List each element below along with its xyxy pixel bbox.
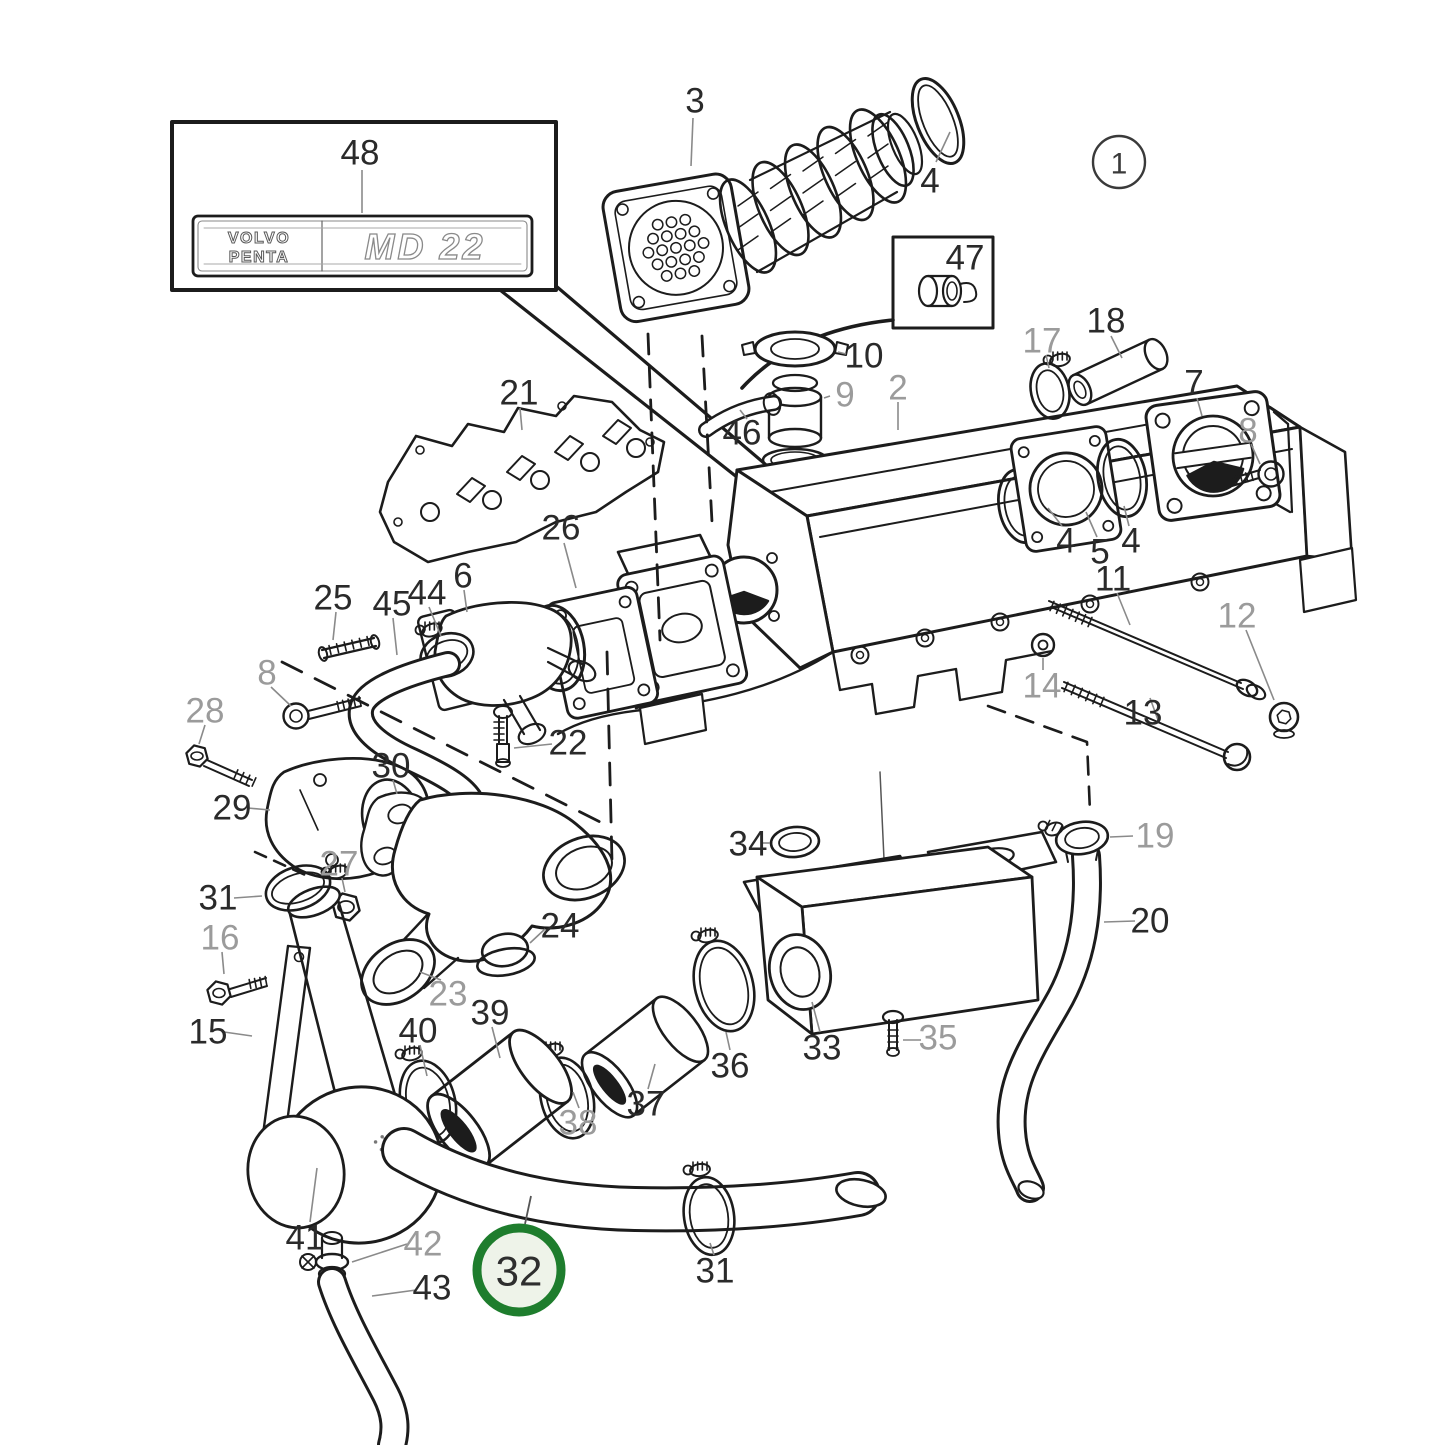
callout-leader-9	[824, 396, 830, 398]
callout-label-19: 19	[1136, 816, 1175, 855]
name-plate-brand-bottom: PENTA	[229, 249, 290, 266]
callout-leader-3	[691, 118, 693, 166]
callout-label-16: 16	[201, 918, 240, 957]
callout-label-35: 35	[919, 1018, 958, 1057]
callout-leader-31	[234, 896, 262, 898]
callout-label-12: 12	[1218, 596, 1257, 635]
callout-leader-19	[1110, 836, 1133, 837]
callout-label-7: 7	[1184, 363, 1203, 402]
callout-label-29: 29	[213, 788, 252, 827]
callout-label-40: 40	[399, 1011, 438, 1050]
callout-leader-22	[514, 744, 552, 748]
callout-label-48: 48	[341, 133, 380, 172]
name-plate-brand-top: VOLVO	[228, 230, 290, 247]
callout-label-27: 27	[320, 844, 359, 883]
callout-label-44: 44	[408, 573, 447, 612]
callout-leader-43	[372, 1290, 416, 1296]
callout-label-21: 21	[500, 373, 539, 412]
callout-label-20: 20	[1131, 901, 1170, 940]
callout-label-6: 6	[453, 556, 472, 595]
callout-leader-4	[936, 132, 950, 162]
callout-leader-12	[1246, 630, 1274, 700]
callout-label-8: 8	[257, 653, 276, 692]
name-plate-model: MD 22	[364, 226, 485, 267]
callout-leader-45	[393, 618, 397, 655]
callout-label-30: 30	[372, 746, 411, 785]
callout-label-47: 47	[946, 238, 985, 277]
callout-label-14: 14	[1023, 666, 1062, 705]
callout-leader-26	[564, 543, 576, 588]
callout-label-37: 37	[627, 1084, 666, 1123]
callout-label-4: 4	[1121, 521, 1140, 560]
view-number-badge: 1	[1093, 136, 1145, 188]
callout-label-22: 22	[549, 723, 588, 762]
callout-label-18: 18	[1087, 301, 1126, 340]
callout-label-41: 41	[286, 1218, 325, 1257]
callout-label-24: 24	[541, 906, 580, 945]
callout-label-34: 34	[729, 824, 768, 863]
callout-label-43: 43	[413, 1268, 452, 1307]
callout-label-46: 46	[723, 413, 762, 452]
callout-label-38: 38	[559, 1103, 598, 1142]
callout-label-8: 8	[1238, 411, 1257, 450]
callout-label-9: 9	[835, 375, 854, 414]
callout-label-4: 4	[1056, 521, 1075, 560]
callout-label-23: 23	[429, 974, 468, 1013]
callout-leader-15	[224, 1032, 252, 1036]
callout-label-36: 36	[711, 1046, 750, 1085]
callout-label-28: 28	[186, 691, 225, 730]
callout-label-31: 31	[199, 878, 238, 917]
callout-label-17: 17	[1023, 321, 1062, 360]
callout-label-13: 13	[1124, 693, 1163, 732]
callout-label-10: 10	[845, 336, 884, 375]
callout-label-11: 11	[1095, 559, 1131, 598]
callout-label-45: 45	[373, 584, 412, 623]
callout-label-2: 2	[888, 368, 907, 407]
view-badge-number: 1	[1111, 148, 1128, 181]
callout-label-33: 33	[803, 1028, 842, 1067]
callout-label-4: 4	[920, 161, 939, 200]
callout-label-31: 31	[696, 1251, 735, 1290]
highlight-number: 32	[496, 1248, 543, 1295]
callout-label-42: 42	[404, 1224, 443, 1263]
callout-label-15: 15	[189, 1012, 228, 1051]
callout-label-26: 26	[542, 508, 581, 547]
callout-leader-42	[352, 1244, 407, 1262]
callout-label-39: 39	[471, 993, 510, 1032]
engine-line-art	[172, 71, 1356, 1445]
callout-label-25: 25	[314, 578, 353, 617]
callout-label-3: 3	[685, 81, 704, 120]
